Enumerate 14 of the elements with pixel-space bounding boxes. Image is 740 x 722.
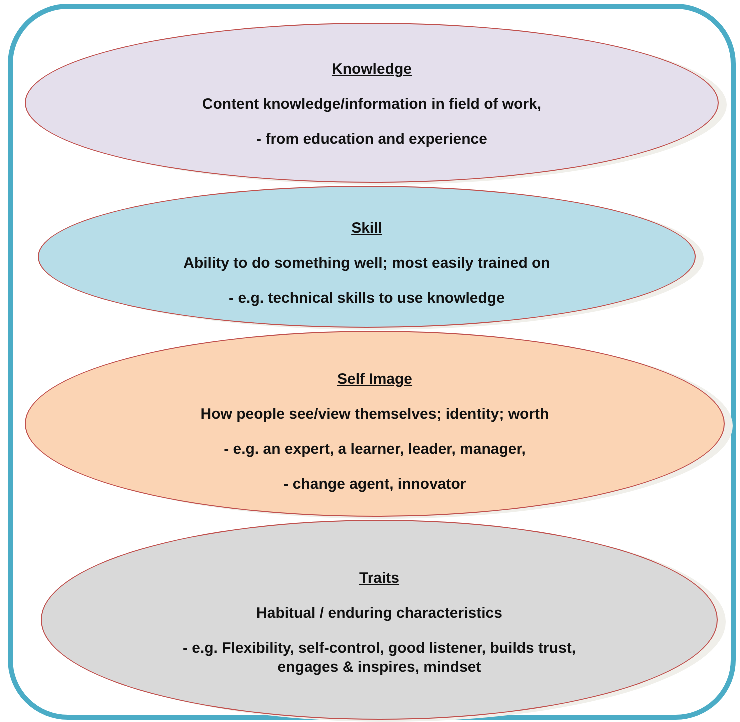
heading: Traits xyxy=(359,569,400,588)
body-text: - e.g. Flexibility, self-control, good listener, builds trust, engages & inspires, mindset xyxy=(182,639,578,677)
heading: Knowledge xyxy=(332,60,412,79)
body-text: Content knowledge/information in field of work, xyxy=(202,95,542,114)
body-text: - change agent, innovator xyxy=(284,475,466,494)
body-text: - e.g. technical skills to use knowledge xyxy=(229,289,505,308)
container-frame xyxy=(8,4,736,720)
body-text: - e.g. an expert, a learner, leader, manager, xyxy=(224,440,526,459)
body-text: How people see/view themselves; identity; worth xyxy=(200,405,550,424)
heading: Skill xyxy=(352,219,382,238)
body-text: Ability to do something well; most easily trained on xyxy=(184,254,550,273)
heading: Self Image xyxy=(337,370,413,389)
body-text: - from education and experience xyxy=(256,130,488,149)
body-text: Habitual / enduring characteristics xyxy=(256,604,502,623)
